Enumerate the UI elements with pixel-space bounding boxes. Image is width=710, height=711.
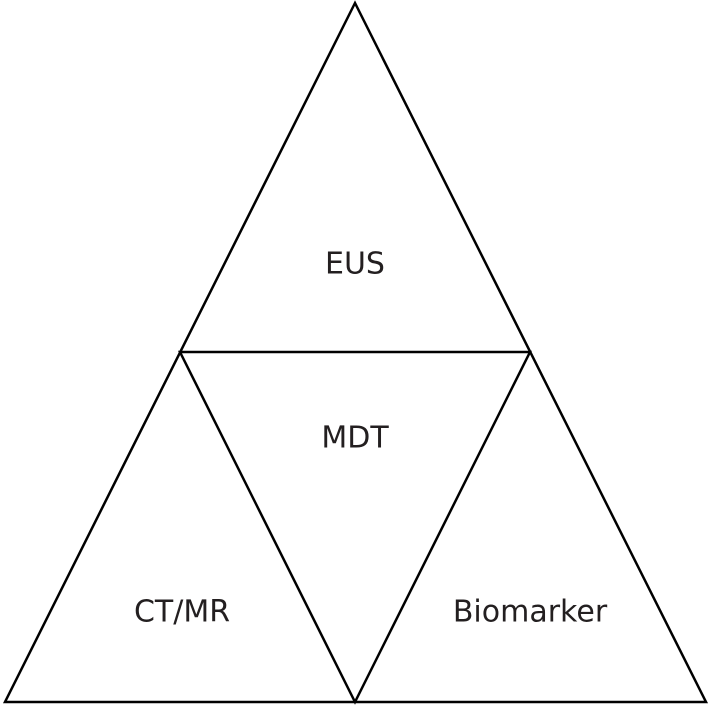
label-eus: EUS: [325, 246, 385, 282]
label-ct-mr: CT/MR: [133, 594, 231, 630]
inner-inverted-triangle: [177, 350, 533, 705]
label-mdt: MDT: [321, 420, 389, 456]
label-biomarker: Biomarker: [452, 594, 608, 630]
